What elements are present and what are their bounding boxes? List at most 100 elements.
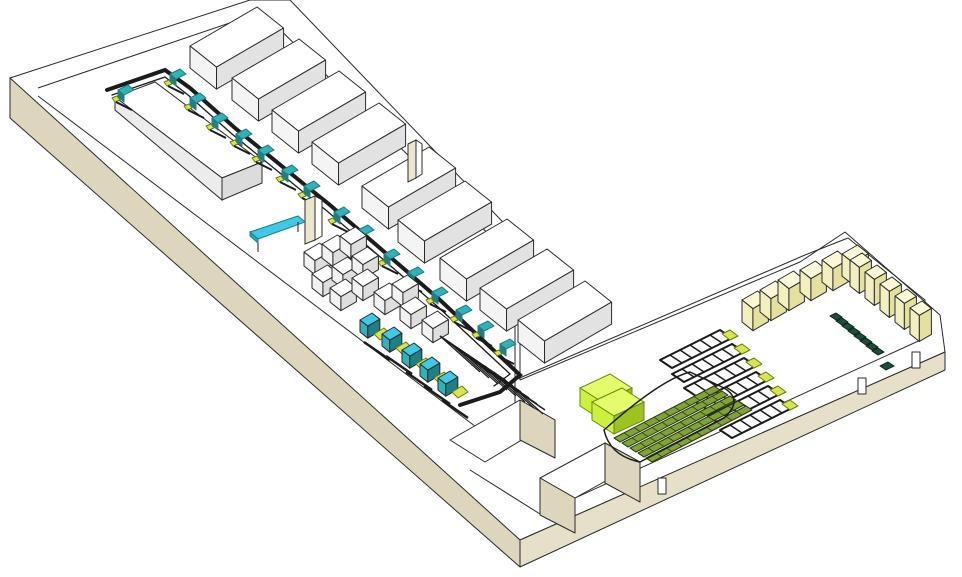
grid-conveyor-cross: [457, 347, 499, 385]
grid-conveyor-cross: [475, 359, 517, 397]
green-conveyor-roller: [653, 416, 661, 422]
rack-slat: [693, 382, 707, 392]
cell-feeder: [453, 321, 471, 331]
green-conveyor-roller: [693, 396, 701, 401]
cell-front: [431, 291, 439, 305]
rack-slat: [679, 349, 693, 359]
cell-feeder: [255, 161, 273, 171]
cream-cabinet-3: [777, 270, 805, 312]
cell-front: [189, 97, 197, 111]
green-parallel-conveyors: [603, 371, 753, 463]
room-partition-2-face: [604, 442, 641, 503]
cell-front: [333, 211, 341, 225]
green-conveyor-roller: [657, 442, 665, 447]
long-platform: [113, 81, 264, 202]
robot-cell-7: [275, 164, 299, 191]
green-conveyor-roller: [719, 400, 727, 406]
rack-slat: [711, 353, 725, 363]
machine-box-4: [311, 102, 407, 186]
green-conveyor-roller: [707, 416, 715, 421]
green-conveyor-roller: [661, 421, 669, 427]
green-conveyor-roller: [651, 427, 659, 432]
robot-cell-14: [449, 304, 473, 331]
green-conveyor-roller: [633, 427, 641, 432]
cabinet-12: [421, 310, 449, 344]
rack-slat: [713, 372, 727, 382]
green-conveyor-roller: [687, 426, 695, 432]
green-conveyor-4: [637, 400, 745, 458]
grid-conveyor-cross: [448, 341, 490, 379]
cnc-robot: [451, 385, 469, 399]
cabinet-10: [391, 274, 419, 308]
cell-robot: [327, 217, 337, 225]
green-conveyor-roller: [689, 416, 697, 422]
cabinet-7-side: [340, 287, 357, 312]
cell-feeder: [331, 223, 349, 233]
green-conveyor-roller: [639, 442, 647, 448]
cell-robot: [297, 191, 307, 199]
rack-robot: [781, 399, 799, 411]
machine-box-8: [479, 248, 575, 332]
robot-cell-9: [327, 206, 351, 233]
green-conveyor-roller: [649, 437, 657, 442]
rack-slat: [691, 363, 705, 373]
cabinet-cluster: [303, 226, 449, 344]
grid-conveyor-cross: [493, 371, 535, 409]
robot-cell-13: [425, 286, 449, 313]
green-conveyor-roller: [679, 421, 687, 427]
cabinet-7: [329, 278, 357, 312]
rack-slat: [723, 367, 737, 377]
green-conveyor-roller: [735, 410, 743, 416]
wall-notch-1: [657, 477, 667, 495]
room-partition-3-face: [539, 477, 576, 534]
rack-slat: [735, 381, 749, 391]
rack-robot: [721, 329, 739, 341]
rack-slat: [769, 404, 783, 414]
cream-tall-rack-5: [909, 300, 932, 342]
rack-slat: [749, 414, 763, 424]
cell-robot: [183, 103, 193, 111]
cell-front: [455, 309, 463, 323]
pallet-small: [879, 361, 895, 371]
cabinet-11: [399, 296, 427, 330]
cell-feeder: [115, 101, 133, 111]
cell-front: [477, 325, 485, 339]
green-conveyor-roller: [659, 432, 667, 437]
machine-box-2: [231, 38, 327, 122]
machine-box-6-side: [424, 201, 493, 264]
pillar-1-face: [314, 195, 323, 241]
green-conveyor-roller: [727, 405, 735, 411]
machine-box-4-side: [338, 123, 407, 186]
wall-notch-2: [857, 377, 867, 395]
cream-tall-rack-5-side: [918, 307, 932, 342]
pallet-2: [835, 317, 849, 326]
cell-robot: [425, 297, 435, 305]
rack-robot: [769, 385, 787, 397]
cell-feeder: [475, 337, 493, 347]
rack-slat: [747, 395, 761, 405]
cnc-station-2: [381, 326, 413, 376]
platform-end: [221, 161, 263, 201]
machine-box-9-side: [544, 301, 613, 364]
green-conveyor-roller: [667, 437, 675, 442]
cell-robot: [229, 139, 239, 147]
cell-robot: [275, 175, 285, 183]
robot-cell-11: [377, 248, 401, 275]
cell-feeder: [381, 265, 399, 275]
grid-conveyor-cross: [502, 377, 544, 415]
cell-front: [117, 89, 125, 103]
cnc-conveyor: [441, 398, 469, 420]
rack-slat: [709, 334, 723, 344]
rack-slat: [701, 358, 715, 368]
green-conveyor-roller: [709, 406, 717, 411]
green-conveyor-roller: [643, 422, 651, 427]
cell-robot: [251, 155, 261, 163]
cell-feeder: [167, 85, 185, 95]
green-conveyor-roller: [725, 416, 733, 421]
pallet-3: [841, 322, 855, 331]
storage-rack-1: [659, 329, 739, 369]
green-conveyor-roller: [669, 426, 677, 432]
green-conveyor-roller: [703, 390, 711, 396]
grid-conveyors: [439, 335, 546, 415]
